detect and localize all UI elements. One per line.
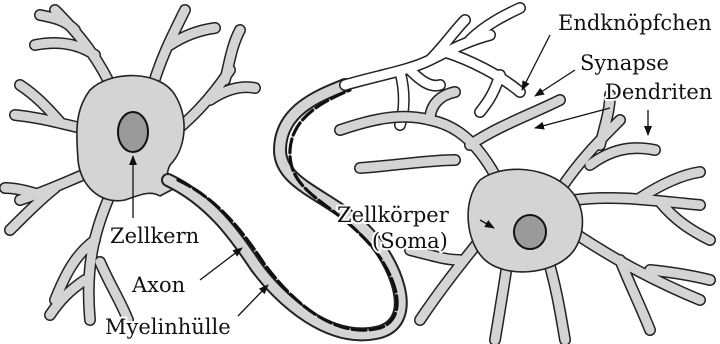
arrow-synapse xyxy=(535,70,575,96)
left-nucleus xyxy=(118,112,148,152)
right-nucleus xyxy=(514,215,546,249)
arrow-endknoepfchen xyxy=(522,35,550,90)
label-zellkoerper: Zellkörper xyxy=(337,203,450,227)
label-dendriten: Dendriten xyxy=(605,80,712,104)
label-myelinhuelle: Myelinhülle xyxy=(105,315,231,339)
text-labels: Endknöpfchen Synapse Dendriten Zellkörpe… xyxy=(105,11,712,339)
label-synapse: Synapse xyxy=(580,51,669,75)
label-zellkern: Zellkern xyxy=(110,224,199,248)
label-soma: (Soma) xyxy=(372,229,448,253)
arrow-myelinhuelle xyxy=(238,285,268,316)
label-axon: Axon xyxy=(131,273,185,297)
arrow-axon xyxy=(200,248,242,280)
left-neuron xyxy=(5,10,255,320)
label-endknoepfchen: Endknöpfchen xyxy=(558,11,712,35)
